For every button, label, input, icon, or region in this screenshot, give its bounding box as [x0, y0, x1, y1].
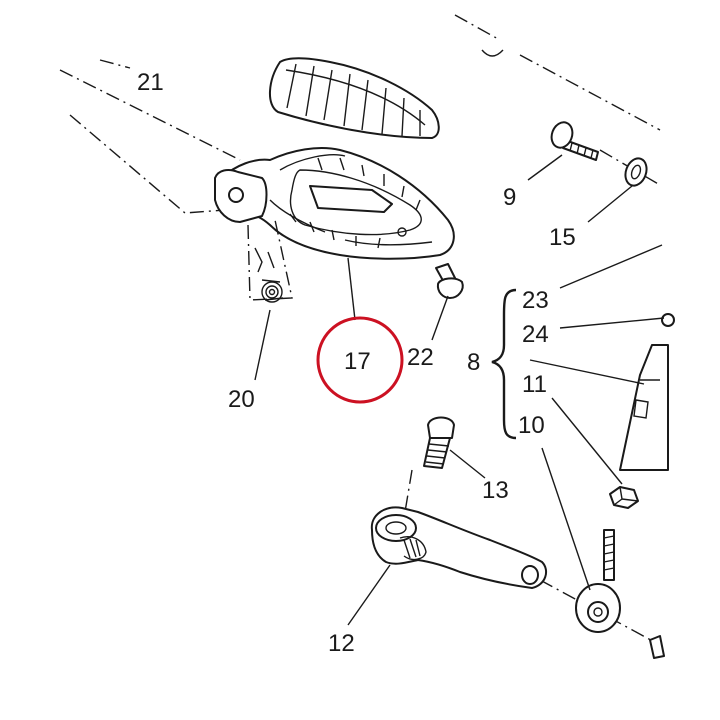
label-10: 10	[518, 412, 545, 439]
part-9-bolt	[550, 121, 599, 161]
part-22-pin	[435, 263, 464, 299]
label-22: 22	[407, 344, 434, 371]
label-20: 20	[228, 386, 255, 413]
label-11: 11	[522, 371, 547, 398]
label-13: 13	[482, 477, 509, 504]
group-8-brace	[491, 288, 517, 440]
part-labels: 21 9 15 23 24 8 11 10 17 22 20 13 12	[137, 69, 576, 657]
part-13-bolt	[423, 416, 455, 469]
axis-lines	[59, 14, 661, 646]
leader-lines	[254, 154, 665, 626]
part-12-lever	[370, 506, 548, 589]
part-11-nut	[609, 486, 639, 509]
part-17-footpeg	[214, 147, 455, 260]
part-15-washer	[624, 157, 648, 187]
label-9: 9	[503, 184, 516, 211]
part-21-footpeg-rubber	[269, 57, 440, 139]
label-24: 24	[522, 321, 549, 348]
label-12: 12	[328, 630, 355, 657]
label-17: 17	[344, 348, 371, 375]
highlight-circle	[316, 316, 404, 404]
label-8: 8	[467, 349, 480, 376]
label-15: 15	[549, 224, 576, 251]
label-23: 23	[522, 287, 549, 314]
part-8-linkage-rod	[619, 313, 675, 471]
label-21: 21	[137, 69, 164, 96]
part-10-rod-end	[575, 529, 665, 659]
part-20-spring	[247, 219, 293, 303]
